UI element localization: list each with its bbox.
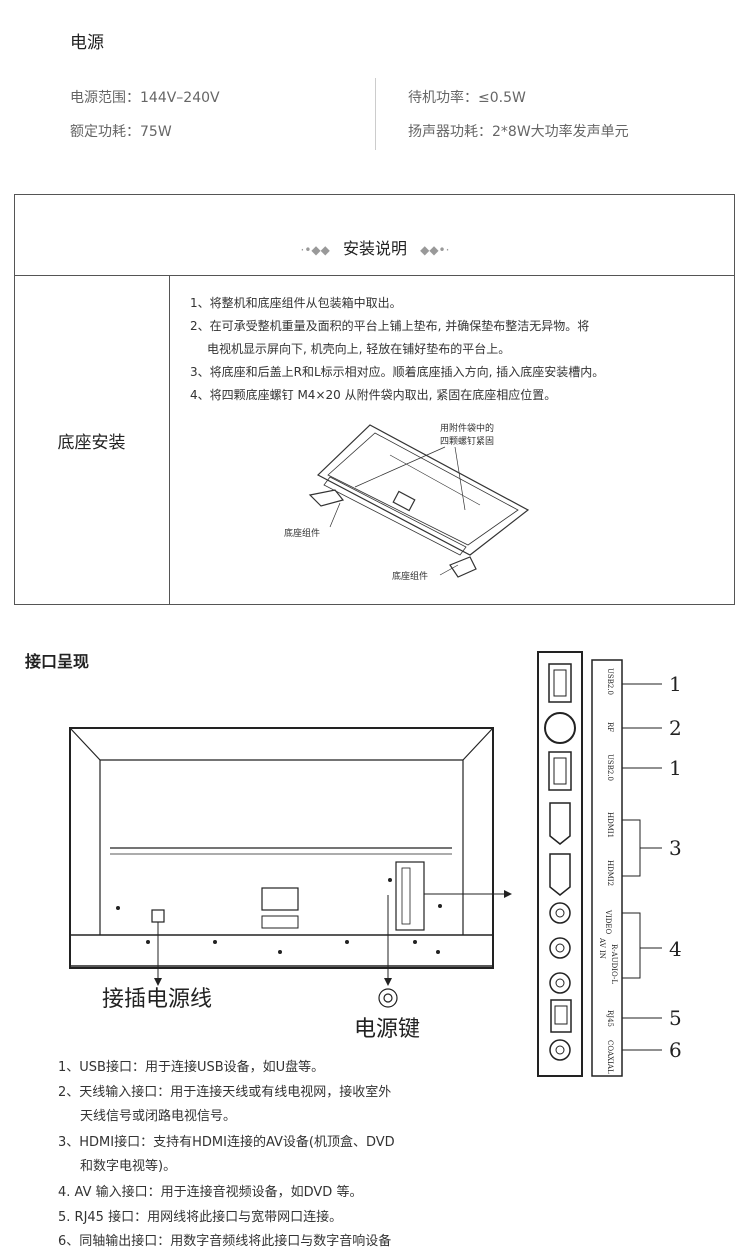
ornament-right-icon: ◆◆•· [420,243,450,257]
port-label-hdmi1: HDMI1 [606,812,614,838]
port-label-coaxial: COAXIAL [606,1040,614,1074]
install-title: ·•◆◆ 安装说明 ◆◆•· [0,235,750,259]
callout-number: 1 [669,756,682,780]
base-install-diagram: 用附件袋中的 四颗螺钉紧固 底座组件 底座组件 [284,422,530,582]
base-label-left: 底座组件 [284,527,320,539]
power-key-label: 电源键 [354,1017,420,1042]
interface-note: 天线信号或闭路电视信号。 [80,1109,237,1124]
port-label-rf: RF [606,722,614,732]
install-table [14,194,735,605]
power-range: 电源范围：144V–240V [70,90,220,106]
callout-number: 3 [669,836,682,860]
standby-power: 待机功率：≤0.5W [408,90,526,106]
install-step: 4、将四颗底座螺钉 M4×20 从附件袋内取出, 紧固在底座相应位置。 [190,388,557,402]
spec-divider [375,78,376,150]
base-label-right: 底座组件 [392,570,428,582]
speaker-power: 扬声器功耗：2*8W大功率发声单元 [408,124,629,140]
port-label-audio: R-AUDIO-L [610,944,618,984]
interface-note: 6、同轴输出接口：用数字音频线将此接口与数字音响设备 [58,1234,392,1249]
interface-note: 和数字电视等)。 [80,1159,177,1174]
tv-back-outline [316,424,530,556]
power-section-title: 电源 [70,33,104,53]
install-step: 2、在可承受整机重量及面积的平台上铺上垫布, 并确保垫布整洁无异物。将 [190,319,590,333]
port-label-hdmi2: HDMI2 [606,860,614,886]
interfaces-title: 接口呈现 [25,652,90,671]
callout-number: 4 [669,937,682,961]
port-label-usb1: USB2.0 [606,668,614,695]
side-port-panel-diagram: USB2.0 RF USB2.0 HDMI1 HDMI2 VIDEO AV IN… [537,651,682,1077]
interface-note: 2、天线输入接口：用于连接天线或有线电视网，接收室外 [58,1085,392,1100]
base-install-label: 底座安装 [57,433,126,453]
port-label-video: VIDEO [604,909,612,935]
interface-note: 3、HDMI接口：支持有HDMI连接的AV设备(机顶盒、DVD [58,1135,395,1150]
ornament-left-icon: ·•◆◆ [300,243,330,257]
port-label-usb2: USB2.0 [606,754,614,781]
install-step: 3、将底座和后盖上R和L标示相对应。顺着底座插入方向, 插入底座安装槽内。 [190,365,605,379]
tv-back-diagram: 接插电源线 电源键 [69,727,512,1042]
callout-number: 1 [669,672,682,696]
callout-number: 2 [669,716,682,740]
screw-note-line2: 四颗螺钉紧固 [440,436,494,447]
port-label-rj45: RJ45 [606,1010,614,1027]
interface-note: 1、USB接口：用于连接USB设备，如U盘等。 [58,1060,325,1075]
interface-note: 5. RJ45 接口：用网线将此接口与宽带网口连接。 [58,1210,343,1225]
install-step: 1、将整机和底座组件从包装箱中取出。 [190,296,402,310]
interface-note: 4. AV 输入接口：用于连接音视频设备，如DVD 等。 [58,1185,363,1200]
rated-power: 额定功耗：75W [70,124,172,140]
screw-note-line1: 用附件袋中的 [440,422,494,434]
callout-number: 5 [669,1006,682,1030]
install-column-divider [169,275,170,605]
callout-number: 6 [669,1038,682,1062]
power-cord-label: 接插电源线 [102,987,212,1012]
install-title-text: 安装说明 [342,239,407,258]
install-header-divider [14,275,735,276]
install-step: 电视机显示屏向下, 机壳向上, 轻放在铺好垫布的平台上。 [207,342,511,356]
port-label-av-in: AV IN [598,937,606,959]
